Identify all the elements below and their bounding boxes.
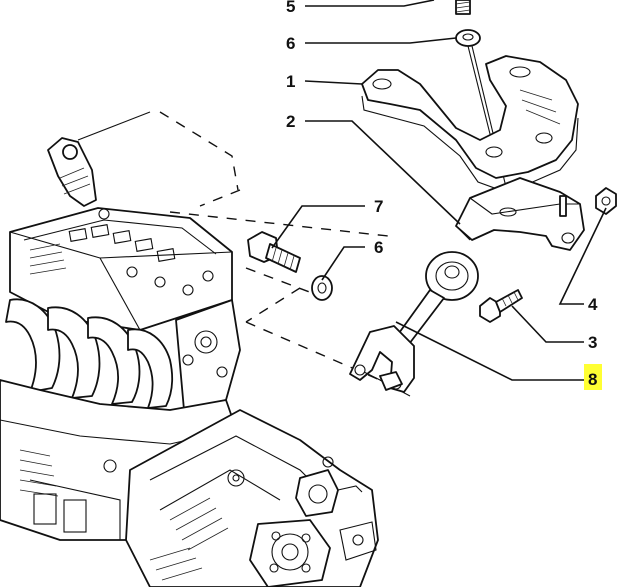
part-1-upper-bracket: [361, 55, 579, 191]
part-8-torque-rod: [349, 251, 479, 393]
leader-7: [271, 205, 365, 249]
callout-2: 2: [286, 112, 295, 131]
leader-5: [305, 0, 435, 7]
leader-2: [305, 120, 461, 225]
callout-8-highlight: [584, 364, 602, 390]
part-5-bolt: [455, 0, 471, 15]
part-4-nut: [595, 187, 617, 215]
leader-6-lower: [321, 246, 365, 281]
part-6-washer-upper: [455, 29, 481, 47]
callout-labels: 5 6 1 2 7 6 4 3 8: [286, 0, 602, 390]
callout-8: 8: [588, 370, 597, 389]
callout-7: 7: [374, 197, 383, 216]
part-3-bolt: [479, 289, 523, 323]
part-2-lower-bracket: [455, 177, 585, 251]
callout-1: 1: [286, 72, 295, 91]
mount-parts: [247, 0, 617, 393]
engine-assembly: [0, 137, 379, 587]
callout-5: 5: [286, 0, 295, 16]
leader-4: [558, 207, 607, 305]
callout-4: 4: [588, 295, 598, 314]
callout-3: 3: [588, 333, 597, 352]
part-6-washer-lower: [311, 275, 333, 301]
part-7-bolt: [247, 231, 301, 273]
leader-1: [304, 80, 363, 85]
leader-8: [395, 321, 584, 381]
callout-6-lower: 6: [374, 238, 383, 257]
leader-lines: [271, 0, 607, 381]
leader-3: [511, 305, 584, 343]
leader-6-upper: [305, 37, 457, 44]
callout-6-upper: 6: [286, 34, 295, 53]
